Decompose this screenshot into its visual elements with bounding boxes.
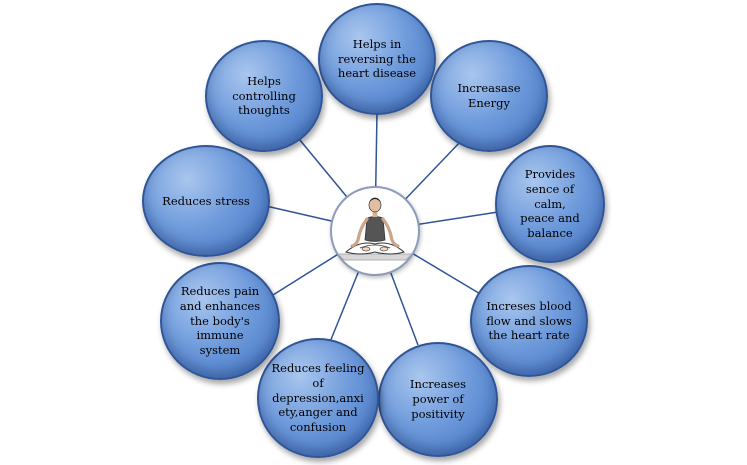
benefit-node-positivity: Increases power of positivity <box>378 342 498 457</box>
benefit-label: Increases power of positivity <box>409 377 467 421</box>
benefit-label: Helps in reversing the heart disease <box>337 36 417 81</box>
benefit-node-calm: Provides sence of calm, peace and balanc… <box>495 145 605 263</box>
benefit-node-depression: Reduces feeling of depression,anxi ety,a… <box>257 338 379 458</box>
benefit-node-pain-immune: Reduces pain and enhances the body's imm… <box>160 262 280 380</box>
benefit-node-energy: Increasase Energy <box>430 40 548 152</box>
benefit-node-heart-disease: Helps in reversing the heart disease <box>318 3 436 115</box>
benefit-label: Reduces feeling of depression,anxi ety,a… <box>271 361 365 435</box>
benefit-node-stress: Reduces stress <box>142 145 270 257</box>
benefit-node-blood-flow: Increses blood flow and slows the heart … <box>470 265 588 377</box>
benefit-label: Helps controlling thoughts <box>232 73 296 118</box>
benefit-node-thoughts: Helps controlling thoughts <box>205 40 323 152</box>
benefit-label: Reduces stress <box>162 193 250 208</box>
meditating-person-icon <box>337 197 413 261</box>
benefit-label: Provides sence of calm, peace and balanc… <box>520 167 580 241</box>
benefit-label: Increasase Energy <box>457 81 521 110</box>
benefit-label: Increses blood flow and slows the heart … <box>486 298 572 343</box>
benefit-label: Reduces pain and enhances the body's imm… <box>179 284 261 358</box>
center-meditation-image <box>330 186 420 276</box>
